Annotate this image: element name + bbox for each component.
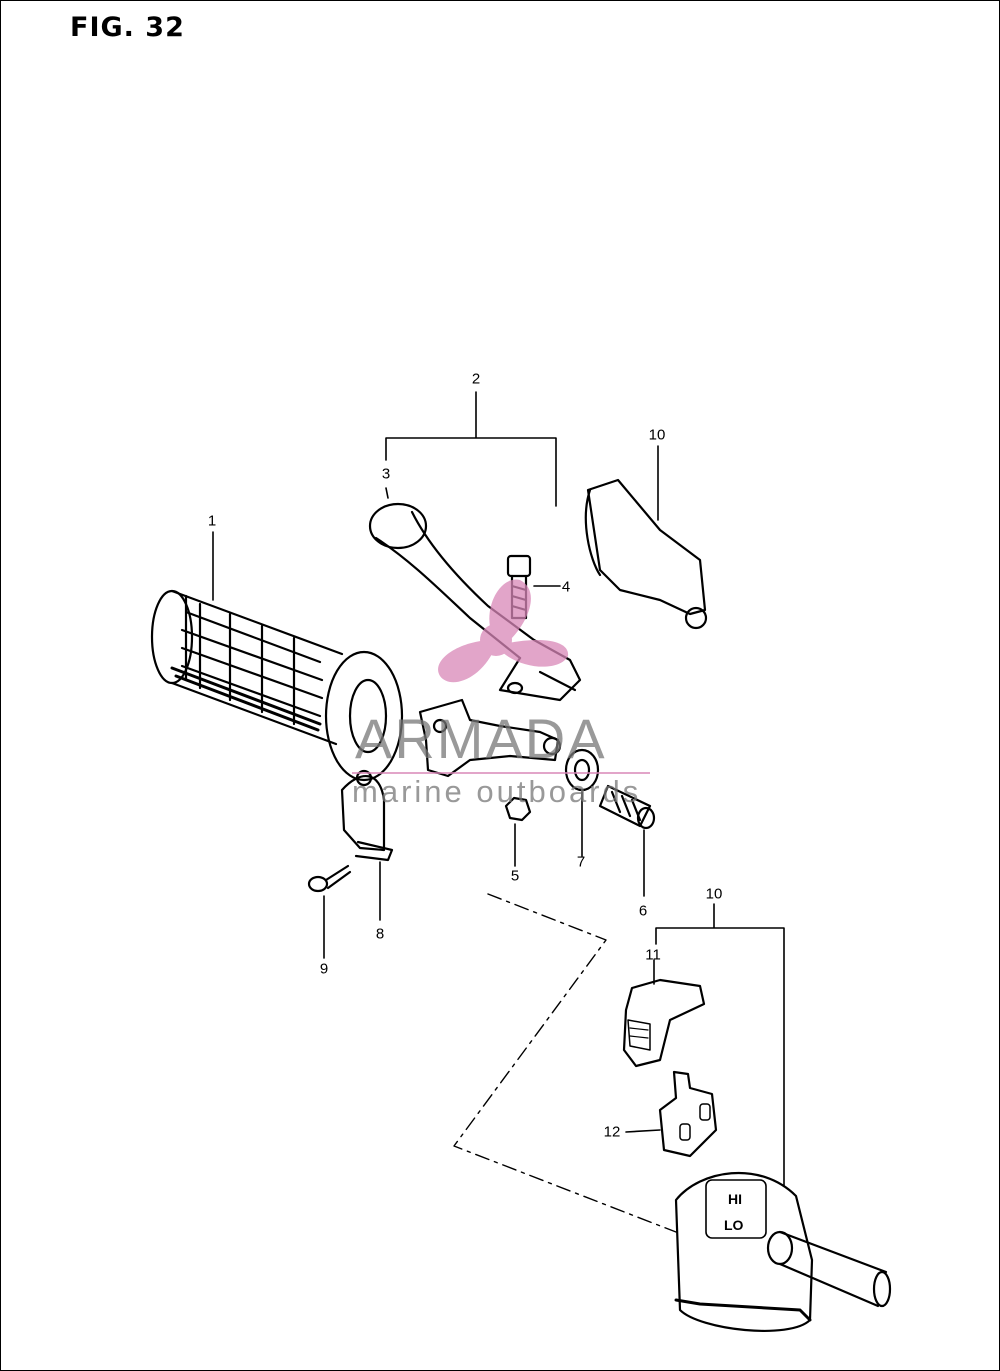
figure-title: FIG. 32 [70, 12, 185, 43]
callout-9: 9 [319, 960, 329, 978]
callout-2: 2 [471, 370, 481, 388]
callout-3: 3 [381, 465, 391, 483]
callout-1: 1 [207, 512, 217, 530]
grip-part-1 [150, 589, 404, 782]
callout-7: 7 [576, 853, 586, 871]
callout-11: 11 [645, 946, 661, 964]
callout-6: 6 [638, 902, 648, 920]
lever-bracket [418, 698, 562, 778]
callout-8: 8 [375, 925, 385, 943]
switch-plate-part-12 [658, 1070, 718, 1158]
lever-cover-part-10 [584, 478, 708, 630]
watermark-brand: ARMADA [355, 707, 607, 770]
switch-hi-label: HI [728, 1191, 742, 1207]
callout-10-top: 10 [648, 426, 666, 444]
watermark-tagline: marine outboards [352, 774, 642, 809]
washer-part-7 [564, 748, 600, 792]
watermark-propeller-logo [438, 579, 569, 683]
leader-lines [212, 391, 785, 1187]
adjuster-bolt-part-6 [598, 784, 656, 830]
callout-10-bottom: 10 [705, 885, 723, 903]
callout-4: 4 [561, 578, 571, 596]
brake-lever-part-3 [368, 502, 582, 702]
callout-5: 5 [510, 867, 520, 885]
switch-lo-label: LO [724, 1217, 744, 1233]
callout-12: 12 [603, 1123, 621, 1141]
clamp-part-8 [340, 769, 394, 862]
nut-part-5 [504, 796, 532, 822]
screw-part-9 [307, 864, 352, 893]
alignment-lines [453, 893, 677, 1233]
dimmer-switch-housing-part-10 [674, 1171, 892, 1333]
switch-cover-part-11 [622, 978, 706, 1068]
